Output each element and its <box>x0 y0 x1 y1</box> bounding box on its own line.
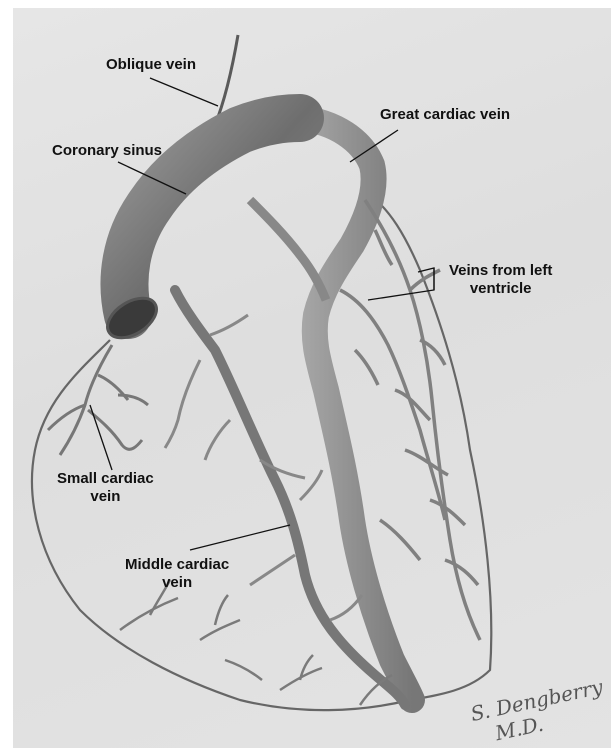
leader-small-cardiac-vein <box>90 405 112 470</box>
label-middle-cardiac-vein-line2: vein <box>125 574 229 592</box>
leader-middle-cardiac-vein <box>190 525 290 550</box>
label-veins-left-ventricle: Veins from left ventricle <box>449 262 552 298</box>
label-veins-left-ventricle-line1: Veins from left <box>449 262 552 280</box>
label-coronary-sinus: Coronary sinus <box>52 142 162 160</box>
middle-cardiac-branch <box>250 200 326 300</box>
label-small-cardiac-vein: Small cardiac vein <box>57 470 154 506</box>
label-small-cardiac-vein-line2: vein <box>57 488 154 506</box>
middle-cardiac-vein-drawing <box>175 290 405 705</box>
label-veins-left-ventricle-line2: ventricle <box>449 280 552 298</box>
label-small-cardiac-vein-line1: Small cardiac <box>57 470 154 488</box>
apex-branches <box>120 580 392 705</box>
label-great-cardiac-vein: Great cardiac vein <box>380 106 510 124</box>
leader-oblique-vein <box>150 78 218 106</box>
label-middle-cardiac-vein: Middle cardiac vein <box>125 556 229 592</box>
small-cardiac-vein-branches <box>48 345 148 455</box>
leader-veins-left-ventricle <box>368 268 434 300</box>
label-middle-cardiac-vein-line1: Middle cardiac <box>125 556 229 574</box>
label-oblique-vein: Oblique vein <box>106 56 196 74</box>
